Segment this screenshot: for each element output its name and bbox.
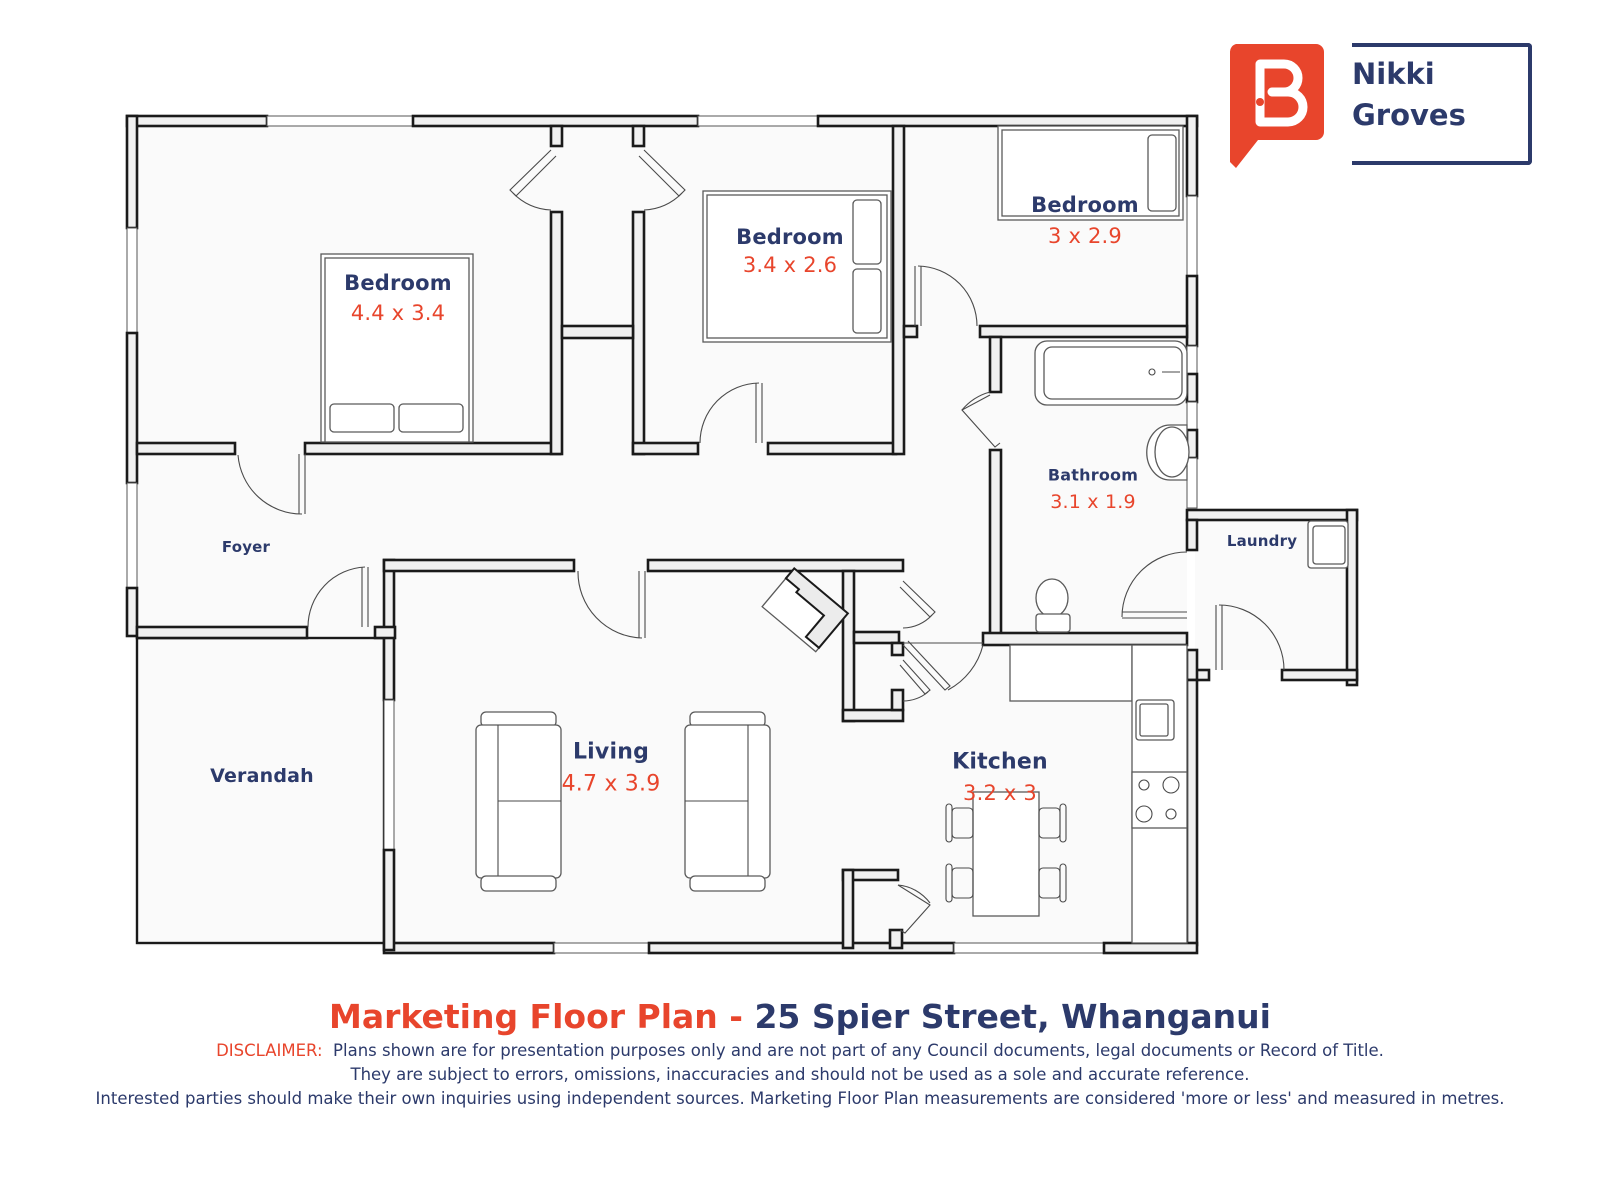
room-dims-living: 4.7 x 3.9 [561,771,661,797]
plan-title-prefix: Marketing Floor Plan - [329,997,743,1036]
disclaimer-label: DISCLAIMER: [216,1041,323,1060]
disclaimer-line-1: DISCLAIMER: Plans shown are for presenta… [0,1039,1600,1063]
room-label-bathroom: Bathroom [1047,465,1139,485]
room-label-bedroom-3: Bedroom [1031,193,1139,217]
room-label-laundry: Laundry [1226,532,1298,550]
room-dims-bedroom-3: 3 x 2.9 [1048,224,1122,248]
disclaimer-line-3: Interested parties should make their own… [95,1089,1505,1108]
brand-name: Nikki Groves [1352,54,1466,136]
room-dims-bedroom-2: 3.4 x 2.6 [742,253,838,277]
room-label-kitchen: Kitchen [952,749,1048,775]
disclaimer-line-2: They are subject to errors, omissions, i… [350,1065,1250,1084]
room-dims-kitchen: 3.2 x 3 [963,781,1037,805]
brand-frame [1352,43,1532,165]
room-label-living: Living [572,739,650,765]
room-label-foyer: Foyer [221,538,271,556]
room-dims-bedroom-1: 4.4 x 3.4 [350,301,446,325]
brand-name-line-1: Nikki [1352,57,1435,91]
brand-logo-icon [1230,44,1324,168]
room-label-bedroom-2: Bedroom [736,225,844,249]
verandah-outline [135,636,386,945]
footer: Marketing Floor Plan - 25 Spier Street, … [0,995,1600,1111]
room-label-verandah: Verandah [210,765,314,787]
plan-title-address: 25 Spier Street, Whanganui [754,997,1271,1036]
disclaimer-text-1: Plans shown are for presentation purpose… [333,1041,1384,1060]
plan-title: Marketing Floor Plan - 25 Spier Street, … [0,995,1600,1039]
brand-name-line-2: Groves [1352,98,1466,132]
room-dims-bathroom: 3.1 x 1.9 [1050,491,1136,513]
room-label-bedroom-1: Bedroom [344,271,452,295]
